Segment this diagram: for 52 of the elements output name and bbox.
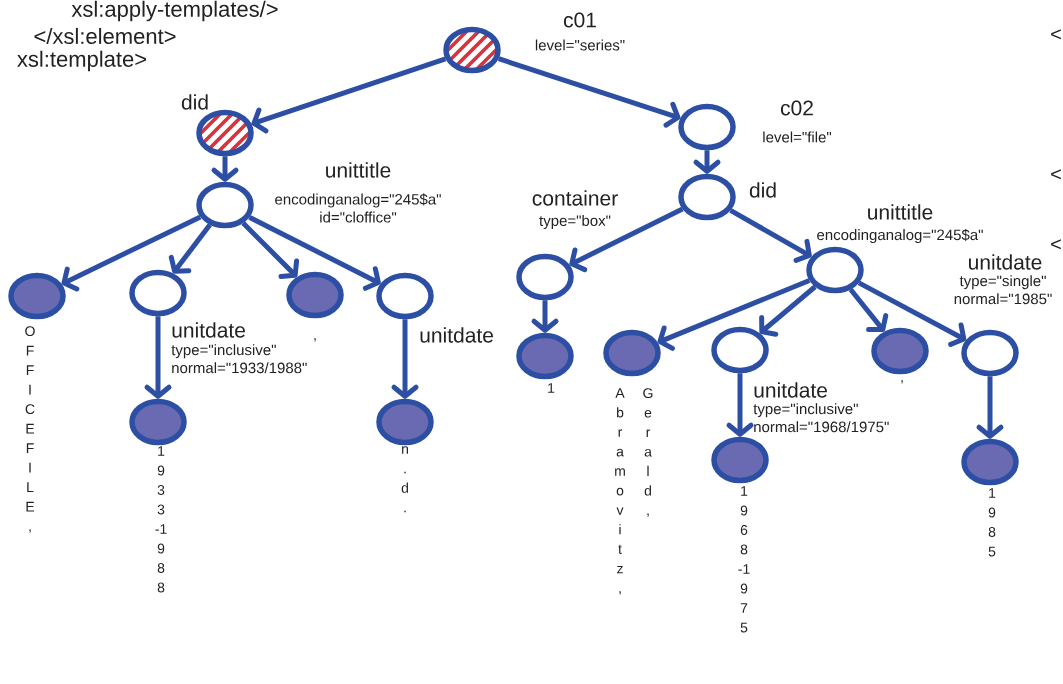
attribute-text: encodinganalog="245$a": [817, 228, 983, 244]
arrow: [248, 215, 381, 291]
element-name: c01: [563, 12, 596, 28]
code-text: xsl:template>: [17, 50, 147, 72]
arrow: [848, 287, 889, 333]
arrow: [857, 280, 967, 347]
value-text: 1933-1988: [155, 446, 167, 593]
element-name: unittitle: [326, 162, 391, 178]
value-text: Gerald,: [643, 388, 653, 517]
attribute-text: encodinganalog="245$a" id="cloffice": [275, 193, 441, 223]
code-text: <: [1051, 169, 1061, 180]
code-text: xsl:apply-templates/>: [71, 0, 278, 22]
attribute-text: type="box": [539, 215, 611, 229]
value-text: n.d.: [401, 446, 408, 513]
arrow: [729, 208, 812, 263]
arrow: [976, 376, 1004, 439]
value-text: 1: [548, 383, 555, 393]
arrow: [241, 221, 300, 280]
attribute-text: level="series": [535, 39, 625, 51]
arrow: [391, 319, 419, 399]
value-text: Abramovitz,: [615, 388, 625, 595]
attribute-text: type="single" normal="1985": [954, 275, 1052, 305]
value-text: ,: [901, 380, 903, 384]
value-text: OFFICE FILE,: [25, 326, 35, 533]
element-name: unitdate: [420, 327, 493, 343]
code-text: </xsl:element>: [34, 27, 176, 45]
code-text: <: [1051, 29, 1061, 40]
attribute-text: type="inclusive" normal="1933/1988": [171, 344, 307, 374]
arrow: [61, 214, 202, 292]
arrow: [759, 284, 817, 337]
element-name: container: [532, 190, 618, 206]
arrow: [251, 56, 447, 134]
element-name: c02: [780, 100, 813, 116]
element-name: unitdate: [754, 382, 827, 398]
element-name: unittitle: [868, 204, 933, 220]
value-text: ,: [314, 338, 316, 342]
value-text: 1985: [988, 488, 996, 557]
arrow: [144, 316, 172, 399]
attribute-text: level="file": [763, 131, 832, 143]
value-text: 1968-1975: [738, 486, 750, 633]
code-text: <: [1051, 239, 1061, 250]
element-name: unitdate: [172, 322, 245, 338]
element-name: did: [749, 182, 776, 198]
arrow: [657, 278, 811, 351]
arrow: [531, 300, 559, 333]
element-name: did: [181, 94, 208, 110]
attribute-text: type="inclusive" normal="1968/1975": [753, 403, 889, 433]
arrow: [168, 223, 212, 274]
arrow: [726, 373, 754, 437]
arrow: [497, 56, 681, 128]
element-name: unitdate: [969, 254, 1042, 270]
arrow: [569, 206, 684, 273]
